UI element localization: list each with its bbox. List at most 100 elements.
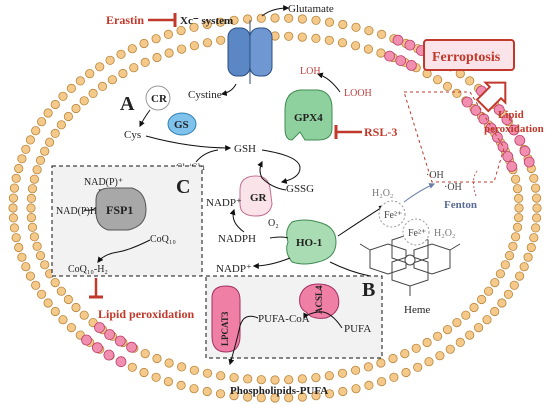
membrane-bead [364, 26, 374, 36]
membrane-bead [139, 367, 149, 378]
peroxidized-bead [508, 124, 520, 136]
pufa-coa-label: PUFA-CoA [258, 313, 310, 325]
membrane-bead [442, 81, 453, 92]
membrane-bead [503, 289, 513, 299]
membrane-bead [490, 306, 500, 317]
membrane-bead [376, 48, 386, 58]
membrane-bead [140, 348, 150, 359]
membrane-bead [8, 203, 18, 213]
membrane-bead [189, 384, 199, 394]
membrane-bead [270, 375, 280, 385]
membrane-bead [284, 393, 294, 403]
ferroptosis-arrow-icon [475, 81, 507, 113]
peroxidized-bead [81, 334, 92, 346]
nadph-c-label: NAD(P)H [56, 206, 97, 217]
gs-enzyme [167, 112, 197, 136]
fenton-arrow [403, 183, 436, 203]
membrane-bead [40, 146, 50, 156]
membrane-bead [58, 315, 68, 325]
fe2-top-label: Fe²⁺ [384, 210, 402, 221]
membrane-bead [445, 344, 455, 354]
gssg-label: GSSG [286, 183, 314, 195]
erastin-label: Erastin [106, 13, 144, 27]
membrane-bead [36, 289, 47, 299]
membrane-bead [66, 322, 77, 333]
membrane-bead [350, 41, 361, 51]
peroxidized-bead [104, 329, 115, 340]
gpx4-enzyme [284, 89, 333, 141]
membrane-bead [363, 362, 373, 372]
panel-c-letter: C [176, 176, 190, 198]
h2o2-top-label: H₂O₂ [372, 188, 393, 199]
membrane-bead [509, 280, 519, 290]
peroxidized-bead [485, 122, 497, 134]
membrane-bead [270, 393, 280, 403]
peroxidized-bead [470, 105, 482, 116]
membrane-bead [50, 277, 60, 288]
membrane-bead [215, 17, 226, 27]
membrane-bead [311, 391, 321, 401]
membrane-bead [523, 252, 533, 262]
membrane-bead [388, 353, 398, 364]
fenton-label: Fenton [444, 199, 477, 211]
cr-node [145, 85, 171, 111]
membrane-bead [500, 260, 510, 270]
fsp1-enzyme [95, 187, 147, 231]
ho1-enzyme [286, 219, 337, 265]
ho1-label: HO-1 [296, 237, 322, 249]
peroxidized-bead [501, 114, 513, 125]
peroxidized-bead [461, 96, 473, 108]
peroxidized-bead [92, 342, 103, 354]
membrane-bead [9, 223, 19, 233]
membrane-bead [490, 277, 500, 288]
membrane-bead [243, 392, 253, 402]
membrane-bead [465, 76, 475, 86]
panel-b-letter: B [362, 279, 375, 301]
gr-enzyme [239, 175, 273, 217]
membrane-bead [152, 52, 162, 63]
peroxidized-bead [126, 341, 138, 353]
membrane-bead [43, 298, 53, 308]
membrane-bead [95, 62, 105, 72]
glutamate-label: Glutamate [288, 3, 334, 15]
membrane-bead [529, 233, 539, 243]
membrane-bead [297, 374, 307, 384]
membrane-bead [401, 367, 411, 378]
membrane-bead [50, 306, 60, 317]
membrane-bead [532, 203, 542, 213]
phospholipids-label: Phospholipids-PUFA [230, 385, 328, 397]
membrane-bead [376, 376, 387, 387]
membrane-bead [63, 294, 74, 305]
membrane-bead [324, 35, 334, 45]
membrane-bead [163, 29, 173, 40]
membrane-bead [17, 154, 27, 164]
membrane-bead [350, 365, 361, 375]
membrane-bead [424, 357, 434, 367]
membrane-bead [284, 31, 294, 41]
membrane-bead [465, 330, 475, 340]
peroxidized-bead [519, 145, 531, 157]
peroxidized-bead [94, 322, 105, 333]
membrane-bead [519, 262, 529, 272]
acsl4-enzyme [299, 283, 340, 319]
membrane-bead [455, 337, 465, 347]
lipid-peroxidation-top-label-2: peroxidation [484, 123, 544, 135]
heme-label: Heme [404, 304, 430, 316]
membrane-bead [530, 183, 541, 193]
membrane-bead [215, 389, 226, 399]
membrane-bead [495, 269, 505, 279]
peroxidized-bead [384, 50, 396, 62]
membrane-bead [243, 14, 253, 24]
membrane-bead [31, 280, 41, 290]
membrane-bead [337, 368, 348, 378]
peroxidized-bead [502, 151, 514, 162]
membrane-bead [202, 368, 213, 378]
membrane-bead [44, 137, 55, 147]
membrane-bead [177, 362, 187, 372]
membrane-bead [256, 375, 266, 385]
peroxidized-lipid-beads [81, 34, 535, 368]
membrane-bead [29, 232, 40, 242]
membrane-bead [50, 128, 60, 138]
